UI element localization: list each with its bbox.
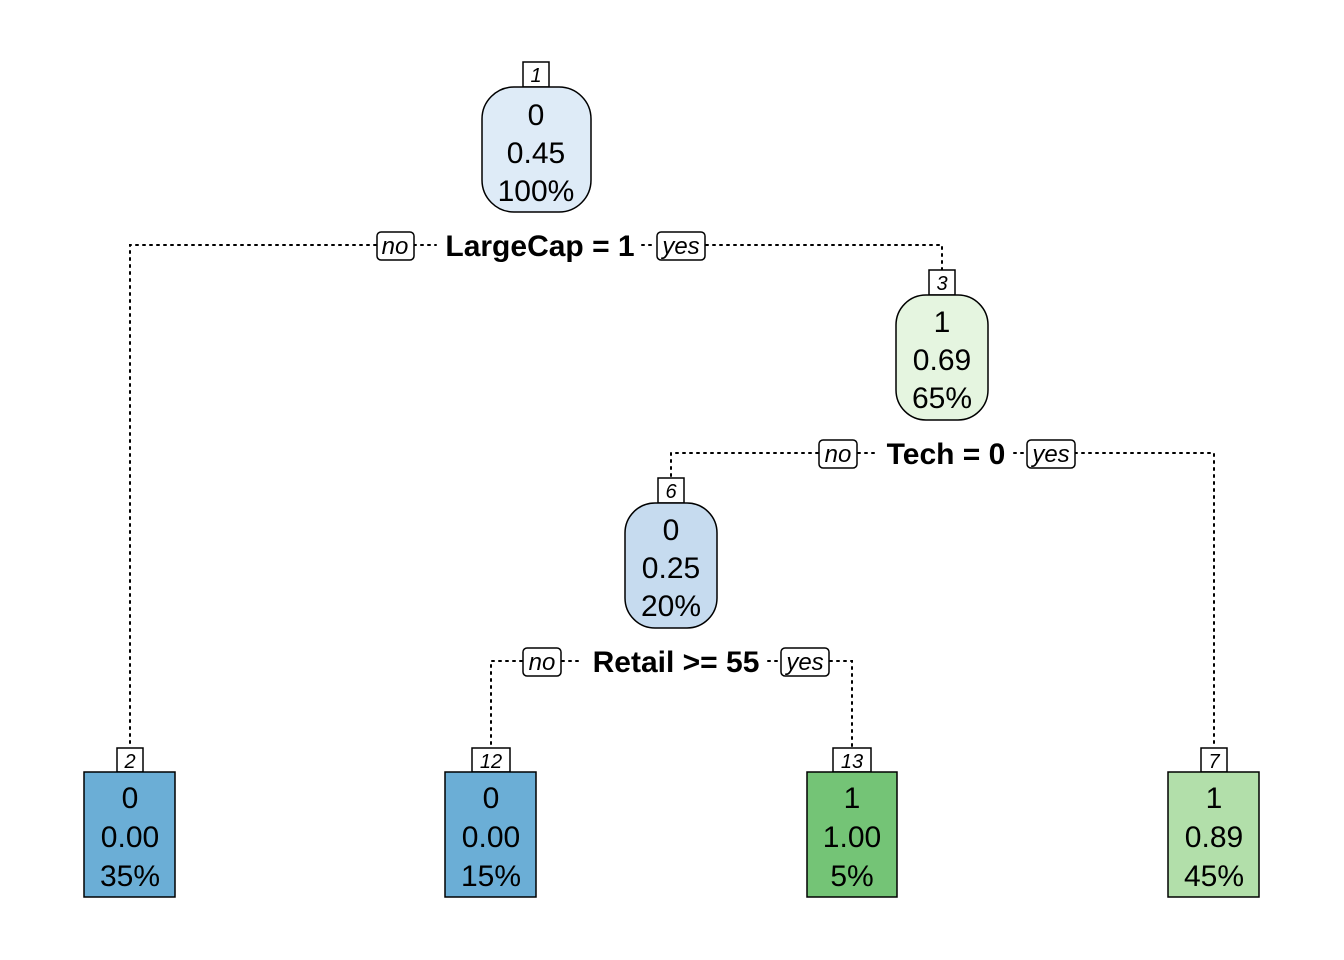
edge-split3-no [490,660,523,749]
split-condition-label: Retail >= 55 [593,646,760,679]
node-id-label: 12 [480,751,502,773]
node-id-box [832,747,872,773]
tree-edges [129,244,1215,749]
edge-split2-yes [1074,452,1215,749]
node-percentage-label: 15% [461,860,521,893]
node-box [624,502,718,629]
node-percentage-label: 20% [641,590,701,623]
node-id-label: 6 [665,481,677,503]
tree-leaf-13: 13 1 1.00 5% [806,747,898,898]
split-no-label: no [382,233,409,260]
edge-split1-yes [705,244,943,271]
split-yes-label: yes [660,233,699,260]
node-percentage-label: 100% [498,175,575,208]
node-probability-label: 0.00 [462,821,520,854]
node-probability-label: 0.00 [101,821,159,854]
node-id-label: 2 [123,751,135,773]
node-percentage-label: 65% [912,382,972,415]
split-no-box [522,647,562,677]
tree-node-3: 3 1 0.69 65% [895,269,989,421]
node-id-box [116,747,144,773]
node-probability-label: 1.00 [823,821,881,854]
node-id-box [1200,747,1228,773]
node-class-label: 1 [934,306,951,339]
node-probability-label: 0.45 [507,137,565,170]
node-probability-label: 0.69 [913,344,971,377]
split-no-label: no [825,441,852,468]
split-no-box [818,439,858,469]
tree-leaf-12: 12 0 0.00 15% [444,747,537,898]
split-condition-label: LargeCap = 1 [445,230,634,263]
node-box [806,771,898,898]
node-box [1167,771,1260,898]
node-id-box [928,269,956,296]
split-yes-box [1026,439,1076,469]
node-id-label: 7 [1208,751,1220,773]
split-condition-label: Tech = 0 [887,438,1006,471]
node-box [444,771,537,898]
node-percentage-label: 35% [100,860,160,893]
split-yes-label: yes [1030,441,1069,468]
split-no-label: no [529,649,556,676]
split-retail: no Retail >= 55 yes [522,646,830,679]
node-id-label: 3 [936,273,947,295]
tree-node-1: 1 0 0.45 100% [481,61,592,213]
split-largecap: no LargeCap = 1 yes [376,230,706,263]
node-box [83,771,176,898]
edge-split1-no [129,244,377,749]
node-class-label: 0 [483,782,500,815]
tree-node-6: 6 0 0.25 20% [624,477,718,629]
edge-split2-no [670,452,819,479]
node-class-label: 0 [663,514,680,547]
node-box [895,294,989,421]
tree-leaf-2: 2 0 0.00 35% [83,747,176,898]
node-class-label: 1 [844,782,861,815]
node-class-label: 0 [528,99,545,132]
split-tech: no Tech = 0 yes [818,438,1076,471]
node-probability-label: 0.25 [642,552,700,585]
tree-leaf-7: 7 1 0.89 45% [1167,747,1260,898]
node-probability-label: 0.89 [1185,821,1243,854]
node-class-label: 1 [1206,782,1223,815]
node-id-label: 1 [530,65,541,87]
split-yes-box [780,647,830,677]
node-class-label: 0 [122,782,139,815]
node-percentage-label: 5% [830,860,873,893]
split-no-box [376,231,415,261]
node-id-label: 13 [841,751,863,773]
node-box [481,86,592,213]
edge-split3-yes [829,660,853,749]
split-yes-box [656,231,706,261]
split-yes-label: yes [784,649,823,676]
node-percentage-label: 45% [1184,860,1244,893]
